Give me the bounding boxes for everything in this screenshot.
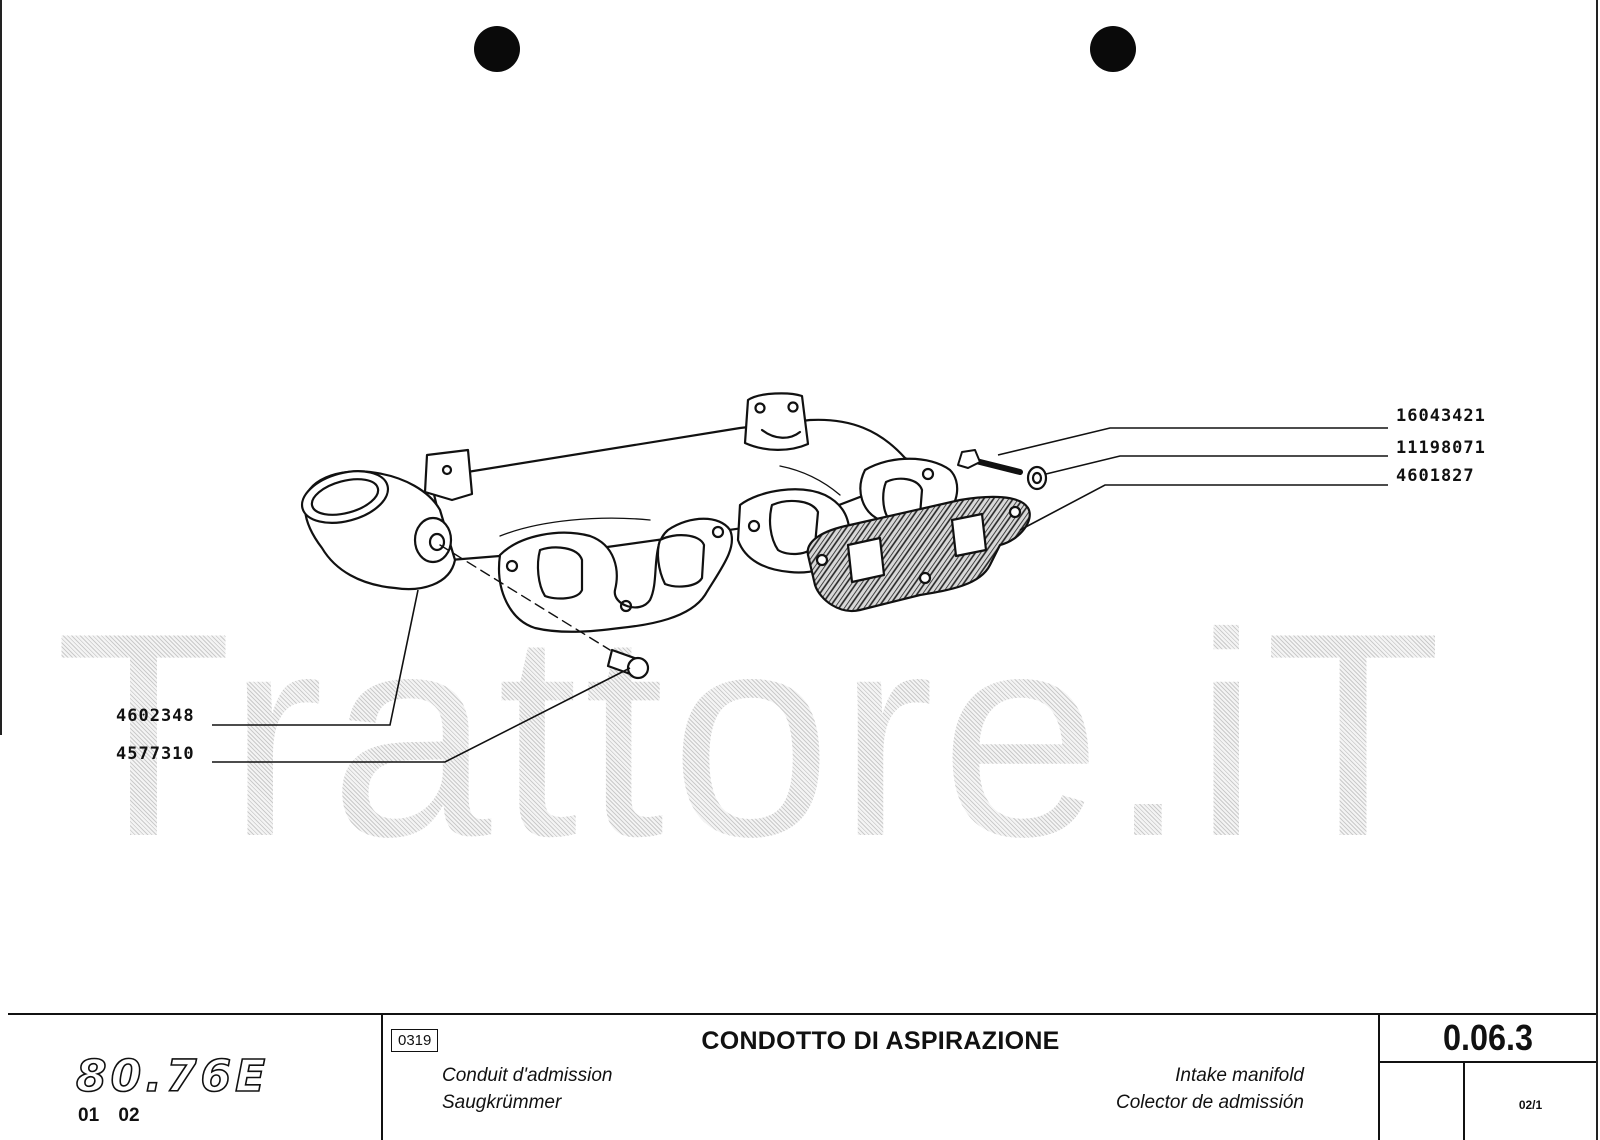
- elbow-opening-inner: [310, 478, 380, 516]
- runner-port-2: [656, 534, 706, 588]
- part-number-plug: 4577310: [116, 744, 195, 764]
- bracket-middle: [743, 392, 810, 451]
- runner-port-1: [536, 546, 584, 600]
- title-block-divider-horizontal: [1378, 1061, 1596, 1063]
- part-number-washer: 11198071: [1396, 438, 1486, 458]
- title-spanish: Colector de admissión: [1116, 1092, 1304, 1113]
- model-code-box: 80.76E: [75, 1050, 270, 1103]
- bracket-left: [423, 448, 474, 502]
- sheet-number: 02/1: [1518, 1098, 1543, 1112]
- part-number-gasket: 4601827: [1396, 466, 1475, 486]
- section-number: 0.06.3: [1442, 1017, 1534, 1058]
- leader-4602348: [212, 589, 419, 726]
- title-block-divider-sheet: [1463, 1061, 1465, 1140]
- leader-11198071: [1045, 455, 1388, 475]
- leader-4577310: [212, 667, 631, 763]
- title-italian: CONDOTTO DI ASPIRAZIONE: [701, 1027, 1060, 1055]
- leader-16043421: [997, 427, 1388, 456]
- title-german: Saugkrümmer: [442, 1092, 562, 1113]
- runner-port-3: [768, 499, 820, 556]
- binder-punch-hole-right: [1090, 26, 1136, 72]
- part-number-bolt: 16043421: [1396, 406, 1486, 426]
- right-border-line: [1596, 0, 1598, 1140]
- title-block-top-rule: [8, 1013, 1596, 1015]
- left-border-line: [0, 0, 2, 735]
- group-code: 0319: [391, 1029, 439, 1052]
- binder-punch-hole-left: [474, 26, 520, 72]
- title-block: 80.76E 01 02 0319 CONDOTTO DI ASPIRAZION…: [8, 1013, 1596, 1140]
- title-block-divider-left: [381, 1013, 383, 1140]
- plug-hole: [428, 532, 446, 552]
- washer: [1026, 465, 1048, 491]
- model-code: 80.76E: [75, 1050, 270, 1103]
- plug-boss: [413, 516, 453, 564]
- gasket-port-2: [950, 512, 988, 558]
- gasket-port-1: [846, 536, 886, 584]
- leader-4601827: [1019, 484, 1388, 531]
- manifold-body: [428, 418, 932, 562]
- title-french: Conduit d'admission: [442, 1065, 613, 1086]
- title-block-divider-right: [1378, 1013, 1380, 1140]
- elbow-opening-outer: [300, 470, 390, 524]
- title-english: Intake manifold: [1175, 1065, 1304, 1086]
- intake-manifold-drawing: [212, 392, 1388, 763]
- part-number-manifold: 4602348: [116, 706, 195, 726]
- model-suffix: 01 02: [78, 1105, 140, 1126]
